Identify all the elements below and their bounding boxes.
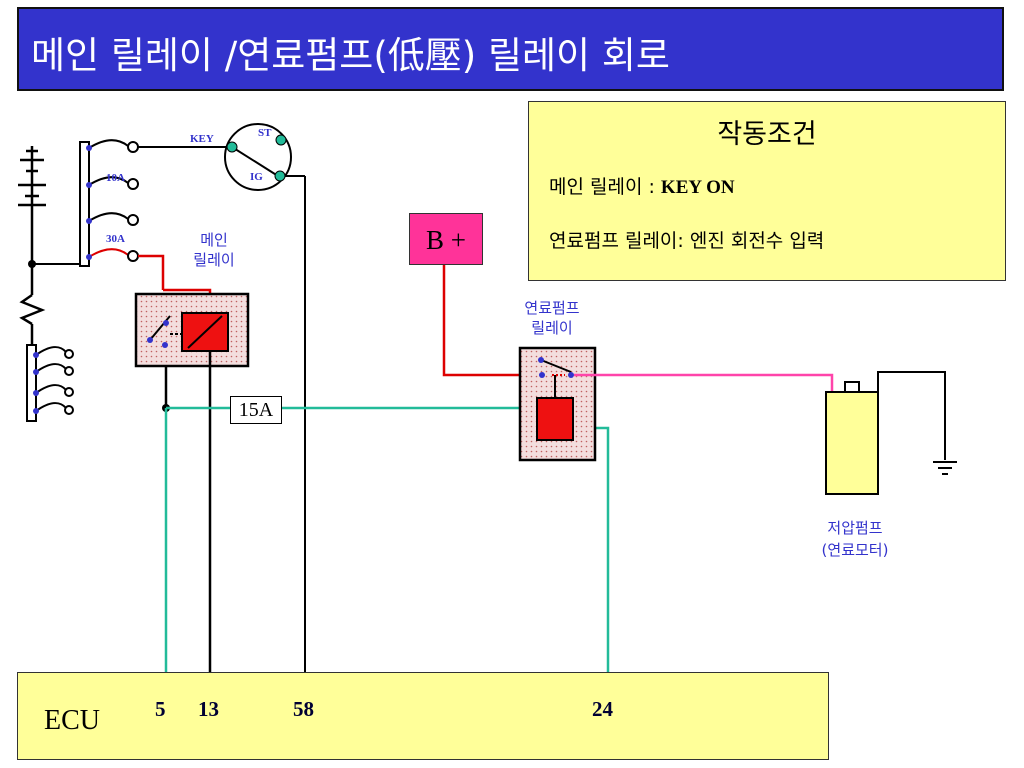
fuel-relay-label-line2: 릴레이	[531, 319, 573, 337]
ecu-box: ECU 5 13 58 24	[17, 672, 829, 760]
ignition-switch	[138, 123, 306, 672]
ecu-pin-58: 58	[293, 697, 314, 721]
st-label: ST	[258, 127, 272, 139]
battery-plus-terminal: B +	[409, 213, 483, 265]
fuse-30a-link	[88, 248, 129, 258]
ecu-pin-24: 24	[592, 697, 613, 721]
fuel-relay-condition: 연료펌프 릴레이: 엔진 회전수 입력	[549, 230, 825, 252]
operating-conditions-box: 작동조건 메인 릴레이 : KEY ON 연료펌프 릴레이: 엔진 회전수 입력	[528, 101, 1006, 281]
pump-label-line2: (연료모터)	[821, 541, 889, 559]
resistor-symbol	[19, 262, 46, 345]
fuse-30a-label: 30A	[106, 233, 125, 245]
ecu-label: ECU	[44, 705, 100, 736]
main-fuse-block	[32, 139, 139, 267]
fuel-pump-relay	[518, 346, 597, 462]
battery-symbol	[18, 146, 46, 262]
main-relay-condition-label: 메인 릴레이 :	[549, 176, 661, 198]
key-label: KEY	[190, 133, 214, 145]
low-pressure-pump	[825, 371, 957, 495]
main-relay-label: 메인 릴레이	[182, 230, 246, 270]
battery-feed-wire	[442, 265, 540, 377]
fuel-relay-label-line1: 연료펌프	[524, 299, 580, 317]
pump-label-line1: 저압펌프	[827, 519, 883, 537]
lower-fuse-block	[26, 344, 74, 422]
main-relay-label-line2: 릴레이	[193, 251, 235, 269]
pump-feed-wire	[574, 373, 834, 392]
conditions-heading: 작동조건	[717, 119, 817, 150]
ecu-pin-5: 5	[155, 697, 166, 721]
ecu-pin-13: 13	[198, 697, 219, 721]
title-bar: 메인 릴레이 /연료펌프(低壓) 릴레이 회로	[17, 7, 1004, 91]
main-relay-feed-wire	[138, 254, 165, 290]
fuse-15a: 15A	[230, 396, 282, 424]
main-relay	[134, 292, 250, 368]
main-relay-label-line1: 메인	[200, 231, 228, 249]
fuel-pump-relay-label: 연료펌프 릴레이	[506, 298, 598, 338]
ig-label: IG	[250, 171, 263, 183]
main-relay-condition: 메인 릴레이 : KEY ON	[549, 172, 735, 199]
fuse-10a-label: 10A	[106, 172, 125, 184]
page-title: 메인 릴레이 /연료펌프(低壓) 릴레이 회로	[31, 34, 670, 77]
pump-label: 저압펌프 (연료모터)	[800, 517, 910, 561]
main-relay-condition-value: KEY ON	[660, 177, 735, 198]
